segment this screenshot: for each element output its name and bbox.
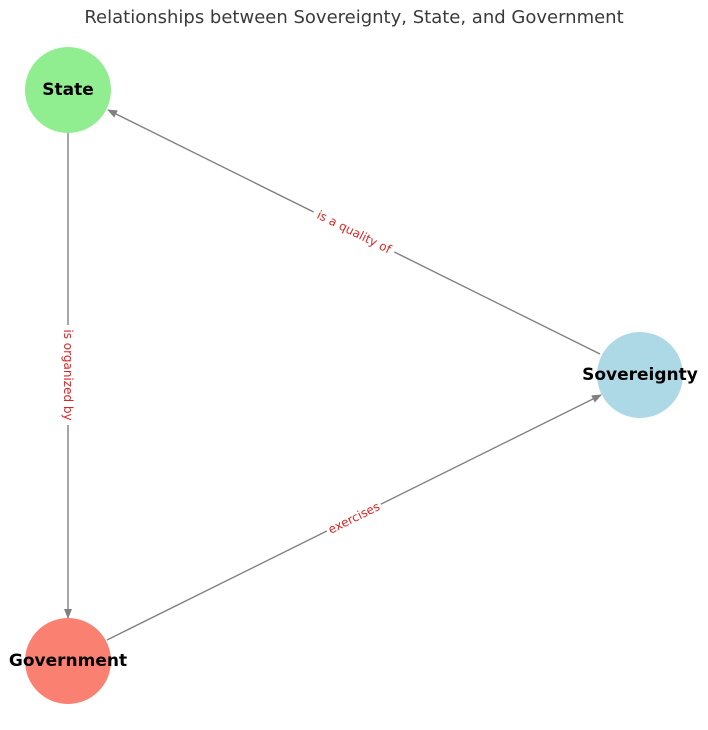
edge-label-is-organized-by: is organized by bbox=[59, 325, 77, 425]
node-state-label: State bbox=[42, 80, 94, 100]
edge-label-is-a-quality-of: is a quality of bbox=[309, 203, 399, 261]
diagram-title: Relationships between Sovereignty, State… bbox=[84, 7, 623, 28]
node-state-circle bbox=[25, 47, 111, 133]
node-government[interactable]: Government bbox=[9, 618, 127, 704]
edge-label-text: is organized by bbox=[61, 329, 75, 420]
edge-label-exercises: exercises bbox=[323, 496, 385, 540]
node-government-label: Government bbox=[9, 651, 127, 671]
node-sovereignty[interactable]: Sovereignty bbox=[582, 332, 698, 418]
node-government-circle bbox=[25, 618, 111, 704]
node-state[interactable]: State bbox=[25, 47, 111, 133]
node-sovereignty-label: Sovereignty bbox=[582, 365, 698, 385]
node-sovereignty-circle bbox=[597, 332, 683, 418]
edge-label-text: is a quality of bbox=[315, 208, 394, 257]
